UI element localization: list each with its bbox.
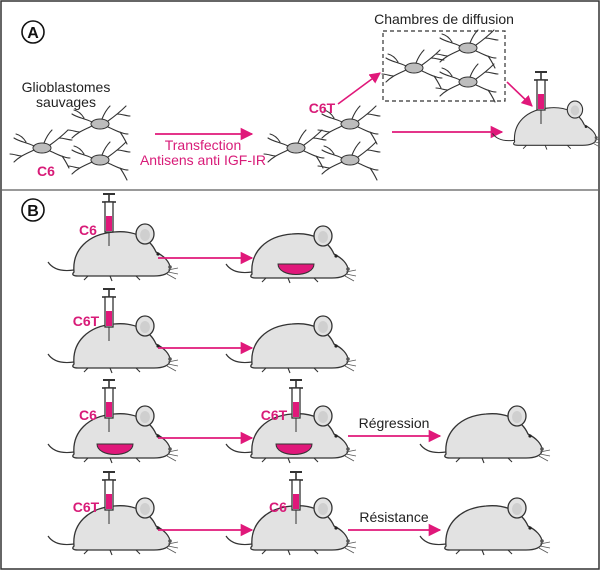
- panel-a-badge: [21, 20, 45, 44]
- diffusion-chamber: [382, 30, 506, 102]
- arrow-to-chamber: [337, 72, 381, 105]
- panel-b-letter: B: [27, 203, 39, 220]
- outcome-label: Régression: [359, 415, 430, 431]
- arrow-chamber-to-mouse: [506, 81, 533, 107]
- c6-label: C6: [37, 163, 55, 179]
- experiment-row-2: C6T: [47, 288, 357, 374]
- wild-cells-label-line2: sauvages: [36, 94, 96, 110]
- panel-a-letter: A: [27, 25, 39, 42]
- experiment-row-4: C6T C6 Résistance: [47, 471, 551, 556]
- injection-label: C6: [79, 407, 97, 423]
- injection-label: C6T: [73, 313, 100, 329]
- panel-a: A Glioblastomes sauvages C6 Transfection…: [9, 11, 600, 181]
- injection-label: C6T: [73, 499, 100, 515]
- panel-b: B C6 C6T C6 C6T: [21, 193, 551, 556]
- c6t-label: C6T: [309, 100, 336, 116]
- diffusion-chamber-label: Chambres de diffusion: [374, 11, 514, 27]
- transfection-label: Transfection: [165, 137, 242, 153]
- panel-b-badge: [21, 198, 45, 222]
- outcome-label: Résistance: [359, 509, 428, 525]
- injection-label: C6: [79, 222, 97, 238]
- second-injection-label: C6T: [261, 407, 288, 423]
- experiment-row-1: C6: [47, 193, 357, 284]
- wild-cells-label-line1: Glioblastomes: [22, 79, 111, 95]
- antisense-label: Antisens anti IGF-IR: [140, 152, 266, 168]
- experiment-row-3: C6 C6T Régression: [47, 379, 551, 464]
- second-injection-label: C6: [269, 499, 287, 515]
